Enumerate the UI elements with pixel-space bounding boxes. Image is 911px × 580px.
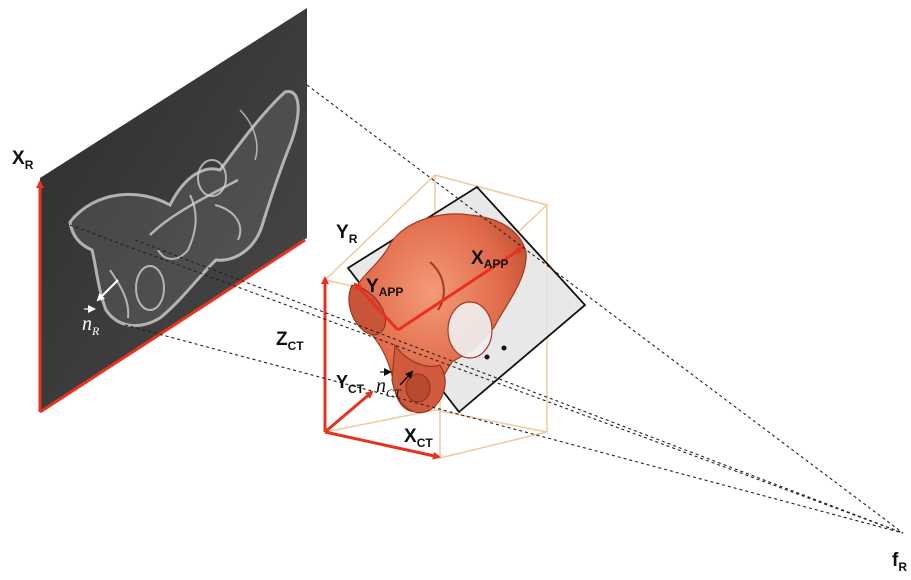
yapp-label: YAPP — [366, 276, 403, 299]
zct-label: ZCT — [276, 329, 304, 353]
svg-text:nR: nR — [82, 313, 100, 338]
yct-axis — [324, 390, 374, 434]
pelvis-3d-model — [348, 213, 527, 414]
xray-pelvis-image — [68, 90, 300, 328]
yr-label: YR — [336, 222, 358, 246]
yr-axis — [39, 238, 306, 414]
yapp-axis — [353, 282, 400, 332]
xct-label: XCT — [404, 426, 433, 450]
fr-label: fR — [892, 550, 907, 574]
xray-detector-panel — [40, 8, 307, 412]
xr-label: XR — [12, 148, 34, 172]
nct-label: nCT — [376, 368, 402, 400]
svg-text:nCT: nCT — [376, 375, 402, 400]
xapp-axis — [397, 246, 524, 332]
normal-r-arrow — [96, 279, 119, 302]
nr-label: nR — [82, 305, 100, 338]
yct-label: YCT — [336, 372, 365, 396]
xct-axis — [324, 430, 441, 460]
normal-ct-arrow — [399, 370, 414, 386]
projection-rays — [69, 84, 904, 534]
xapp-label: XAPP — [471, 248, 508, 271]
